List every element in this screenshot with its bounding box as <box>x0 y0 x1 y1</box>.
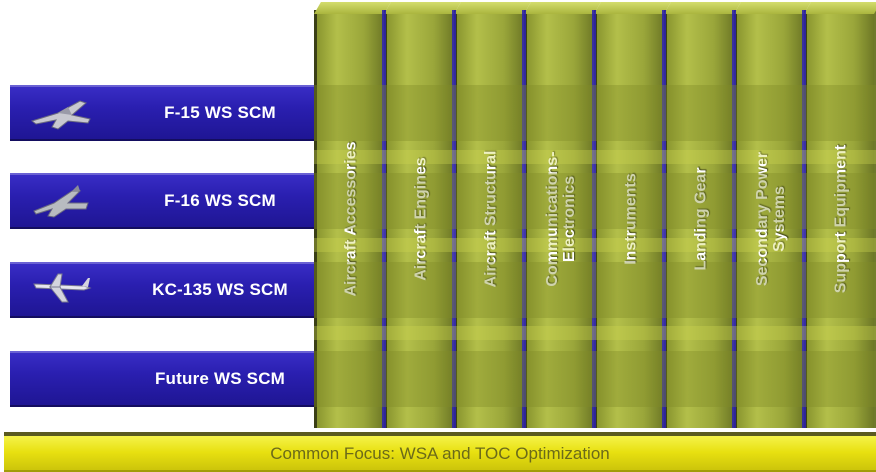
ws-label: Future WS SCM <box>154 369 286 388</box>
pillar-label: Aircraft Structural <box>482 150 499 288</box>
pillar-aircraft-engines: Aircraft Engines <box>384 2 461 428</box>
fighter-jet-icon <box>33 185 89 218</box>
pillar-instruments: Instruments <box>594 2 671 428</box>
pillar-divider <box>732 10 736 428</box>
pillar-divider <box>662 10 666 428</box>
pillar-label: Aircraft Engines <box>412 157 429 281</box>
pillar-divider <box>802 10 806 428</box>
ws-label: KC-135 WS SCM <box>152 280 288 299</box>
tanker-aircraft-icon <box>33 273 92 303</box>
pillar-communications-electronics: Communications- Electronics <box>524 2 601 428</box>
fighter-jet-icon <box>30 100 91 130</box>
pillar-secondary-power-systems: Secondary Power Systems <box>734 2 811 428</box>
ws-label: F-15 WS SCM <box>164 103 276 122</box>
pillar-divider <box>522 10 526 428</box>
pillar-divider <box>452 10 456 428</box>
ws-label: F-16 WS SCM <box>164 191 276 210</box>
common-focus-text: Common Focus: WSA and TOC Optimization <box>270 444 610 463</box>
pillar-aircraft-accessories: Aircraft Accessories <box>314 2 391 428</box>
pillar-landing-gear: Landing Gear <box>664 2 741 428</box>
pillar-label: Secondary Power Systems <box>753 151 788 287</box>
common-focus-bar: Common Focus: WSA and TOC Optimization <box>4 432 876 472</box>
pillar-divider <box>382 10 386 428</box>
pillar-support-equipment: Support Equipment <box>804 2 876 428</box>
pillar-label: Communications- Electronics <box>543 151 578 287</box>
pillar-label: Support Equipment <box>832 144 849 294</box>
pillar-label: Instruments <box>622 173 639 265</box>
pillar-label: Aircraft Accessories <box>342 141 359 297</box>
pillar-label: Landing Gear <box>692 167 709 271</box>
pillar-divider <box>592 10 596 428</box>
pillar-aircraft-structural: Aircraft Structural <box>454 2 531 428</box>
